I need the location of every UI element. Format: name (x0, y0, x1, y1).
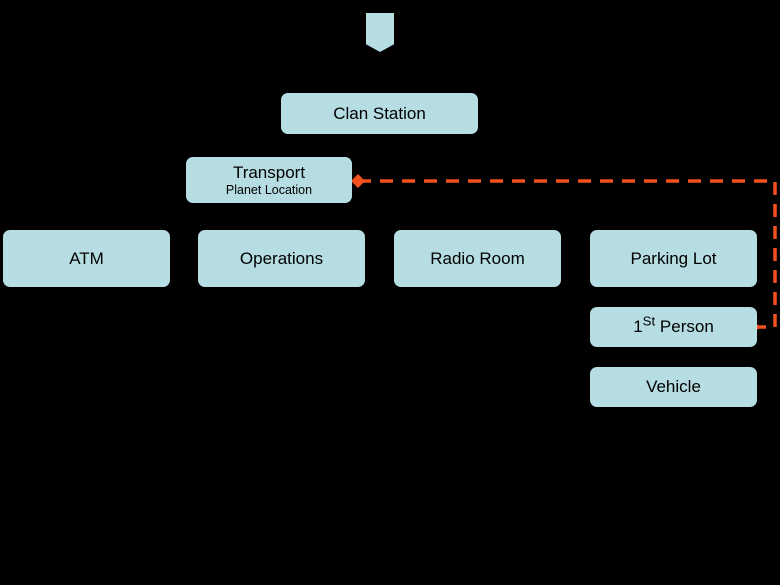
node-first-person-label-suffix: Person (655, 317, 714, 337)
node-radio-room[interactable]: Radio Room (394, 230, 561, 287)
node-first-person-label: 1St Person (633, 313, 714, 337)
top-pennant-shape (366, 13, 394, 52)
node-parking-lot[interactable]: Parking Lot (590, 230, 757, 287)
node-operations[interactable]: Operations (198, 230, 365, 287)
node-vehicle[interactable]: Vehicle (590, 367, 757, 407)
node-transport-label: Transport (232, 162, 306, 182)
node-parking-lot-label: Parking Lot (630, 248, 717, 268)
connector-start-diamond-icon (351, 174, 365, 188)
node-clan-station[interactable]: Clan Station (281, 93, 478, 134)
node-vehicle-label: Vehicle (646, 377, 701, 397)
node-atm-label: ATM (69, 248, 104, 268)
node-transport[interactable]: Transport Planet Location (186, 157, 352, 203)
node-first-person[interactable]: 1St Person (590, 307, 757, 347)
node-atm[interactable]: ATM (3, 230, 170, 287)
node-operations-label: Operations (239, 248, 324, 268)
node-transport-sublabel: Planet Location (225, 183, 313, 198)
node-first-person-label-superscript: St (642, 313, 656, 329)
node-clan-station-label: Clan Station (333, 103, 426, 123)
node-radio-room-label: Radio Room (430, 248, 525, 268)
node-first-person-label-prefix: 1 (633, 317, 643, 337)
